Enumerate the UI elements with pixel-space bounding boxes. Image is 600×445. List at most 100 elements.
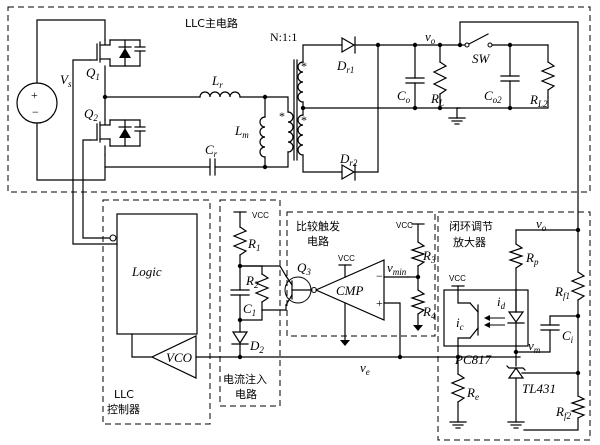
re-label: Re (466, 385, 479, 402)
cr-to-primary (214, 151, 289, 168)
q1-label: Q1 (86, 65, 100, 82)
ci-fb-node (575, 313, 581, 319)
vs-plus: + (31, 88, 38, 102)
vs-minus: − (32, 105, 39, 119)
vco-to-logic (131, 333, 153, 358)
mosfet-q2 (89, 119, 146, 147)
ve-label: ve (360, 360, 370, 377)
sw-label: SW (472, 51, 491, 66)
llc-main-circuit-box (7, 6, 591, 193)
cmp-minus: − (376, 269, 383, 283)
switch-sw-blade (468, 33, 489, 45)
vcc-r1: VCC (252, 211, 269, 220)
controller-label-2: 控制器 (107, 402, 140, 416)
dr2-label: Dr2 (339, 151, 358, 168)
source-top-wire (36, 19, 106, 84)
q3-label: Q3 (297, 260, 311, 277)
lr-label: Lr (211, 73, 223, 90)
rl2-label: RL2 (529, 92, 548, 109)
co-ground-node (412, 105, 418, 111)
resistor-re (450, 373, 466, 403)
vo-fb-label: vo (536, 216, 547, 233)
inductor-lr (199, 91, 241, 98)
compare-trigger-label-1: 比较触发 (296, 219, 340, 233)
vmin-node (415, 274, 421, 280)
vcc-cmp: VCC (338, 254, 355, 263)
resistor-rl2 (540, 61, 556, 91)
current-inject-label-1: 电流注入 (223, 372, 267, 386)
q3-collector (285, 294, 293, 306)
q2-label: Q2 (84, 106, 98, 123)
pt-collector-wire (457, 289, 471, 304)
closed-loop-amplifier-box (437, 211, 591, 441)
q3-collector-wire (261, 304, 287, 311)
source-bottom-wire (36, 122, 106, 181)
d2-ve-node (237, 354, 243, 360)
ci-bottom-wire (515, 329, 551, 353)
r2-label: R2 (245, 273, 259, 290)
llc-main-label: LLC主电路 (185, 17, 238, 30)
q3-emitter-wire (239, 265, 287, 277)
co2-label: Co2 (484, 88, 502, 105)
resistor-rf1 (570, 271, 586, 301)
rl-ground-node (437, 105, 443, 111)
rl-label: RL (430, 91, 444, 108)
llc-controller-box (102, 199, 211, 425)
pt-emitter-wire (457, 337, 471, 347)
diode-d2 (231, 331, 249, 345)
rf2-label: Rf2 (555, 404, 571, 421)
led-diode (507, 311, 525, 324)
transformer-label: N:1:1 (270, 30, 297, 44)
inverter-bubble (109, 234, 117, 242)
diode-dr2 (341, 163, 356, 181)
vm-label: vm (528, 338, 541, 355)
id-label: id (497, 294, 506, 311)
logic-block (116, 213, 198, 335)
cr-label: Cr (205, 142, 218, 159)
cmp-plus-wire (383, 302, 401, 358)
sec2-bottom-wire (302, 154, 343, 173)
tl431-diode (507, 366, 525, 379)
c1-label: C1 (243, 301, 256, 318)
cmp-label: CMP (336, 283, 364, 298)
q3-emitter (285, 275, 293, 286)
r4-label: R4 (422, 304, 436, 321)
q1-gate-wire (72, 59, 118, 245)
lm-label: Lm (234, 123, 249, 140)
vcc-opto: VCC (449, 274, 466, 283)
cmp-ground-icon (340, 340, 350, 346)
cmp-plus: + (376, 296, 383, 310)
r4-ground-icon (413, 325, 423, 331)
dr-join-node (375, 42, 381, 48)
rp-label: Rp (525, 250, 539, 267)
transformer-secondary-2 (297, 114, 304, 156)
cmp-ve-node (397, 354, 403, 360)
resistor-r1 (232, 226, 248, 256)
tl431-label: TL431 (522, 381, 556, 396)
sec1-top-wire (302, 44, 343, 63)
optocoupler-pc817 (443, 289, 529, 347)
vmin-label: vmin (387, 260, 407, 277)
secondary1-dot-mark: * (301, 59, 307, 73)
ci-top-wire (549, 315, 579, 326)
inductor-lm (259, 116, 266, 158)
resistor-r3 (410, 241, 426, 267)
pc817-label: PC817 (454, 352, 492, 367)
rf1-label: Rf1 (554, 284, 570, 301)
r2-join-wire (239, 309, 263, 321)
ic-label: ic (456, 315, 464, 332)
vo-feedback-wire (459, 21, 579, 231)
tl431-bar (506, 365, 526, 371)
mosfet-q1 (89, 39, 146, 67)
vo-label: vo (425, 29, 436, 46)
phototransistor-emitter (469, 327, 479, 339)
r3-label: R3 (422, 248, 436, 265)
resistor-r2 (254, 273, 270, 303)
light-arrow-head-1 (484, 315, 490, 321)
co-label: Co (397, 88, 411, 105)
dr2-return (354, 44, 379, 173)
closed-loop-label-1: 闭环调节 (449, 220, 493, 233)
current-inject-label-2: 电路 (235, 388, 257, 401)
vcc-r3: VCC (396, 221, 413, 230)
